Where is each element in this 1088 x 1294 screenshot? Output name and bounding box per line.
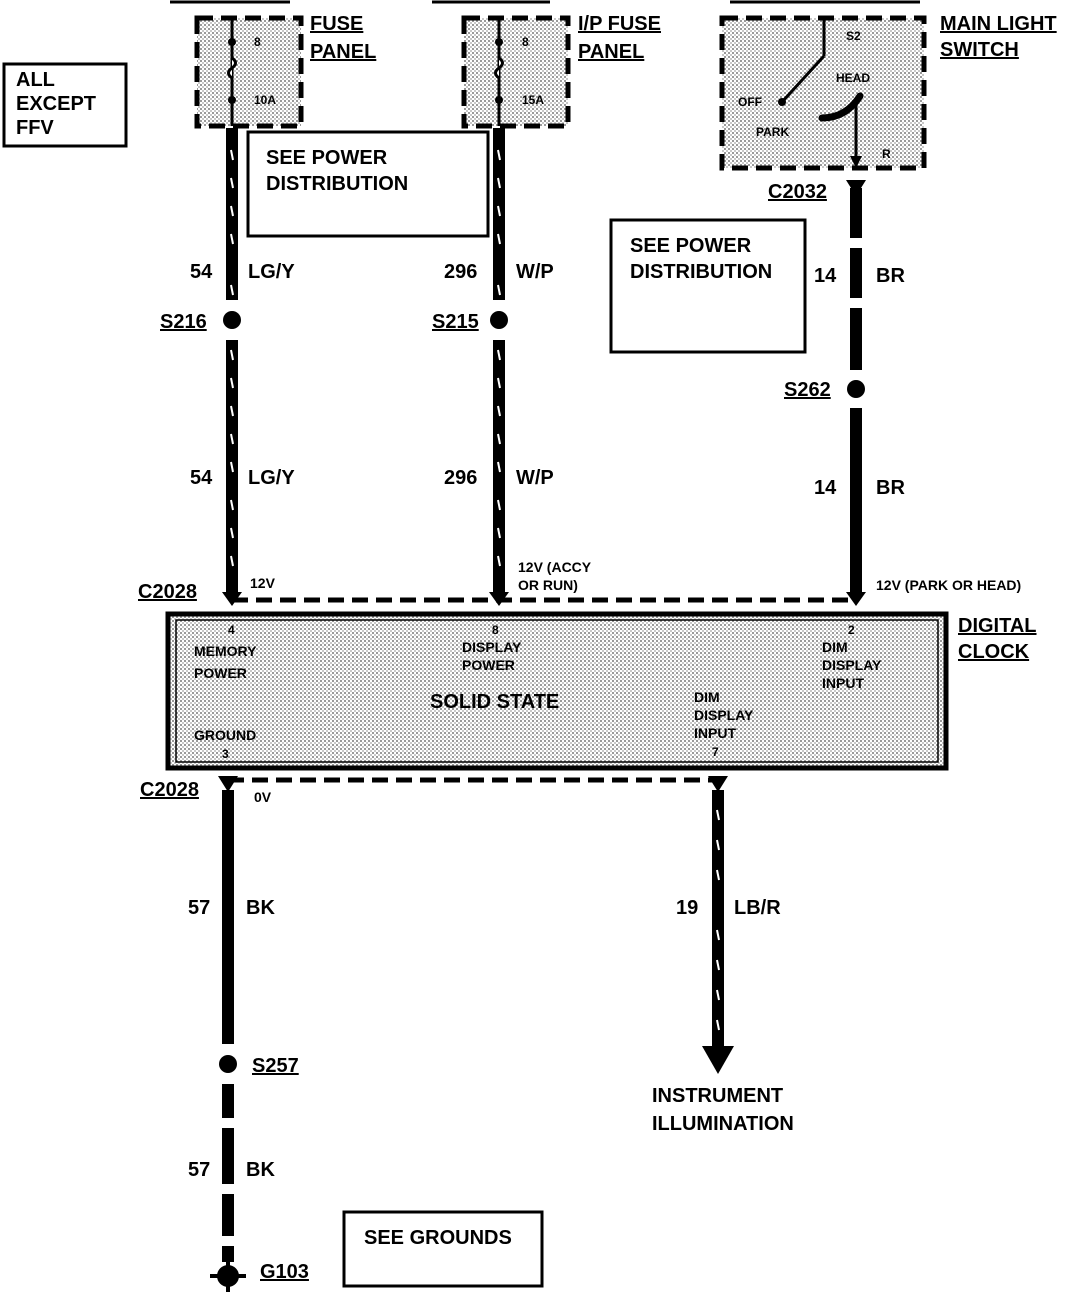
fuse-panel-rating: 10A [254,93,276,107]
see-power-left-line-1: SEE POWER [266,147,388,169]
ip-fuse-panel: 8 15A I/P FUSE PANEL [461,13,661,129]
pin-dim-out-label-1: DIM [694,689,720,705]
arrow-down-icon [702,1046,734,1074]
fuse-icon [494,56,504,80]
connector-c2028-top: C2028 12V 12V (ACCY OR RUN) 12V (PARK OR… [138,559,1021,606]
scope-line-1: ALL [16,69,55,91]
splice-s215: S215 [432,311,479,333]
ip-fuse-label-1: I/P FUSE [578,13,661,35]
fuse-panel: 8 10A FUSE PANEL [194,13,376,129]
scope-line-3: FFV [16,117,54,139]
wire-br-color-lower: BR [876,477,905,499]
see-power-distribution-left: SEE POWER DISTRIBUTION [246,130,490,238]
scope-box: ALL EXCEPT FFV [2,62,128,148]
pin-ground-number: 3 [222,747,229,761]
switch-label-1: MAIN LIGHT [940,13,1057,35]
switch-label-2: SWITCH [940,39,1019,61]
wire-bk-color-upper: BK [246,897,275,919]
wire-w-p: 296 W/P S215 296 W/P [432,128,554,596]
wire-lb-r-circuit: 19 [676,897,698,919]
wire-bk-circuit-upper: 57 [188,897,210,919]
switch-terminal-top: S2 [846,29,861,43]
switch-position-off: OFF [738,95,762,109]
wire-w-p-circuit-upper: 296 [444,261,477,283]
splice-s257-dot [219,1055,237,1073]
pin-display-label-2: POWER [462,657,515,673]
fuse-icon [227,56,237,80]
wire-bk-color-lower: BK [246,1159,275,1181]
see-grounds-label: SEE GROUNDS [364,1227,512,1249]
connector-c2028-top-label: C2028 [138,581,197,603]
voltage-ground: 0V [254,789,272,805]
ground-g103: G103 [260,1261,309,1283]
ground-icon [210,1262,246,1292]
splice-s262: S262 [784,379,831,401]
voltage-dim: 12V (PARK OR HEAD) [876,577,1021,593]
switch-position-park: PARK [756,125,789,139]
wire-lb-r: 19 LB/R INSTRUMENT ILLUMINATION [652,790,794,1135]
wire-lg-y-color-upper: LG/Y [248,261,295,283]
fuse-panel-fuse-number: 8 [254,35,261,49]
pin-display-number: 8 [492,623,499,637]
clock-center-label: SOLID STATE [430,691,559,713]
clock-label-1: DIGITAL [958,615,1037,637]
see-power-distribution-right: SEE POWER DISTRIBUTION [609,218,807,354]
voltage-display-2: OR RUN) [518,577,578,593]
wire-br-circuit-lower: 14 [814,477,837,499]
wire-w-p-color-lower: W/P [516,467,554,489]
pin-dim-in-number: 2 [848,623,855,637]
splice-s216-dot [223,311,241,329]
destination-line-1: INSTRUMENT [652,1085,783,1107]
fuse-panel-label-1: FUSE [310,13,363,35]
pin-ground-label: GROUND [194,727,256,743]
ip-fuse-label-2: PANEL [578,41,644,63]
connector-c2028-bottom-label: C2028 [140,779,199,801]
voltage-memory: 12V [250,575,276,591]
pin-dim-in-label-1: DIM [822,639,848,655]
connector-c2028-bottom: C2028 0V [140,776,728,805]
fuse-panel-label-2: PANEL [310,41,376,63]
wire-w-p-circuit-lower: 296 [444,467,477,489]
wire-lg-y: 54 LG/Y S216 54 LG/Y [160,128,295,596]
pin-memory-label-2: POWER [194,665,247,681]
see-power-right-line-2: DISTRIBUTION [630,261,772,283]
splice-s216: S216 [160,311,207,333]
splice-s257: S257 [252,1055,299,1077]
clock-label-2: CLOCK [958,641,1030,663]
wire-bk-circuit-lower: 57 [188,1159,210,1181]
switch-position-head: HEAD [836,71,870,85]
digital-clock: 4 MEMORY POWER 8 DISPLAY POWER 2 DIM DIS… [165,611,1037,771]
switch-terminal-bottom: R [882,147,891,161]
pin-memory-number: 4 [228,623,235,637]
ip-fuse-rating: 15A [522,93,544,107]
switch-connector: C2032 [768,181,827,203]
pin-dim-out-label-3: INPUT [694,725,736,741]
see-grounds: SEE GROUNDS [342,1210,544,1288]
voltage-display-1: 12V (ACCY [518,559,592,575]
pin-dim-in-label-2: DISPLAY [822,657,882,673]
wire-br-color-upper: BR [876,265,905,287]
wire-br-circuit-upper: 14 [814,265,837,287]
destination-line-2: ILLUMINATION [652,1113,794,1135]
pin-dim-out-number: 7 [712,745,719,759]
wire-lb-r-color: LB/R [734,897,781,919]
wire-lg-y-circuit-lower: 54 [190,467,213,489]
wire-lg-y-color-lower: LG/Y [248,467,295,489]
see-power-left-line-2: DISTRIBUTION [266,173,408,195]
wire-w-p-color-upper: W/P [516,261,554,283]
main-light-switch: S2 HEAD OFF PARK R MAIN LIGHT SWITCH C20… [719,13,1057,203]
see-power-right-line-1: SEE POWER [630,235,752,257]
ip-fuse-number: 8 [522,35,529,49]
splice-s215-dot [490,311,508,329]
pin-dim-in-label-3: INPUT [822,675,864,691]
splice-s262-dot [847,380,865,398]
wire-lg-y-circuit-upper: 54 [190,261,213,283]
scope-line-2: EXCEPT [16,93,96,115]
wire-br: 14 BR S262 14 BR [784,180,905,596]
pin-memory-label-1: MEMORY [194,643,257,659]
pin-dim-out-label-2: DISPLAY [694,707,754,723]
pin-display-label-1: DISPLAY [462,639,522,655]
wire-bk: 57 BK S257 57 BK G103 [188,790,309,1292]
